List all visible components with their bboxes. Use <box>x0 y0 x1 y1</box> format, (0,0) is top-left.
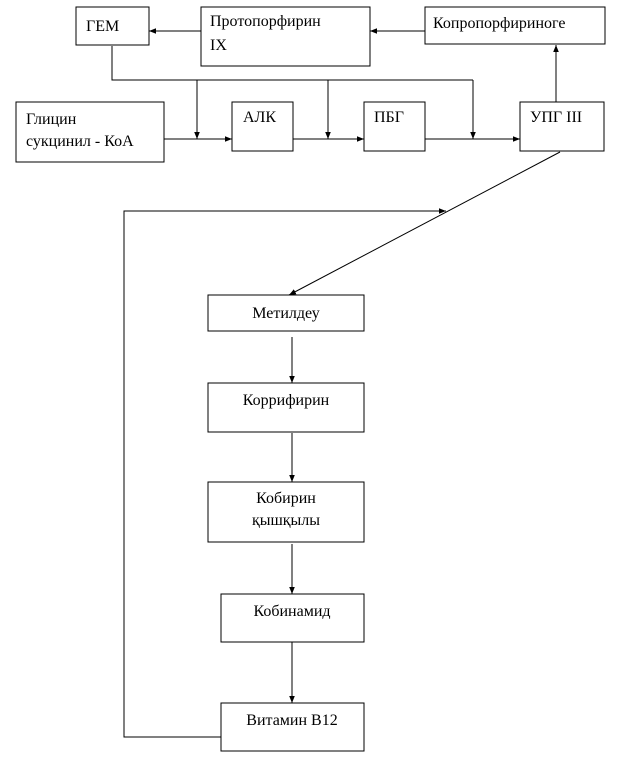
node-methylation <box>207 294 365 332</box>
node-corriphyrin <box>207 382 365 433</box>
label-pbg: ПБГ <box>374 109 404 126</box>
label-cobyric-2: қышқылы <box>252 512 320 529</box>
label-protoporphyrin-2: IX <box>210 37 227 54</box>
node-gem <box>75 6 150 46</box>
label-cobyric: Кобирин <box>256 490 316 507</box>
node-cobinamide <box>220 593 365 643</box>
label-glycine-2: сукцинил - КоА <box>26 133 134 150</box>
label-cobinamide: Кобинамид <box>253 603 330 620</box>
label-methylation: Метилдеу <box>252 305 320 322</box>
node-alk <box>231 101 294 152</box>
node-protoporphyrin <box>200 6 371 67</box>
node-upg <box>519 101 605 152</box>
edge-vitamin-feedback <box>123 208 446 738</box>
label-alk: АЛК <box>243 109 276 126</box>
label-vitamin-b12: Витамин B12 <box>246 712 337 729</box>
label-corriphyrin: Коррифирин <box>243 392 330 409</box>
edge-gem-feedback-rail <box>111 46 473 81</box>
node-coproporphyrinogen <box>424 6 606 45</box>
label-protoporphyrin: Протопорфирин <box>210 13 321 30</box>
node-cobyric <box>207 481 365 543</box>
node-glycine <box>15 101 165 163</box>
label-glycine: Глицин <box>26 111 77 128</box>
edge-upg-to-methylation <box>288 151 561 296</box>
label-coproporphyrinogen: Копропорфириноге <box>433 15 566 32</box>
label-gem: ГЕМ <box>86 18 119 35</box>
label-upg: УПГ III <box>530 109 582 126</box>
node-vitamin-b12 <box>220 702 365 752</box>
node-pbg <box>363 101 426 152</box>
